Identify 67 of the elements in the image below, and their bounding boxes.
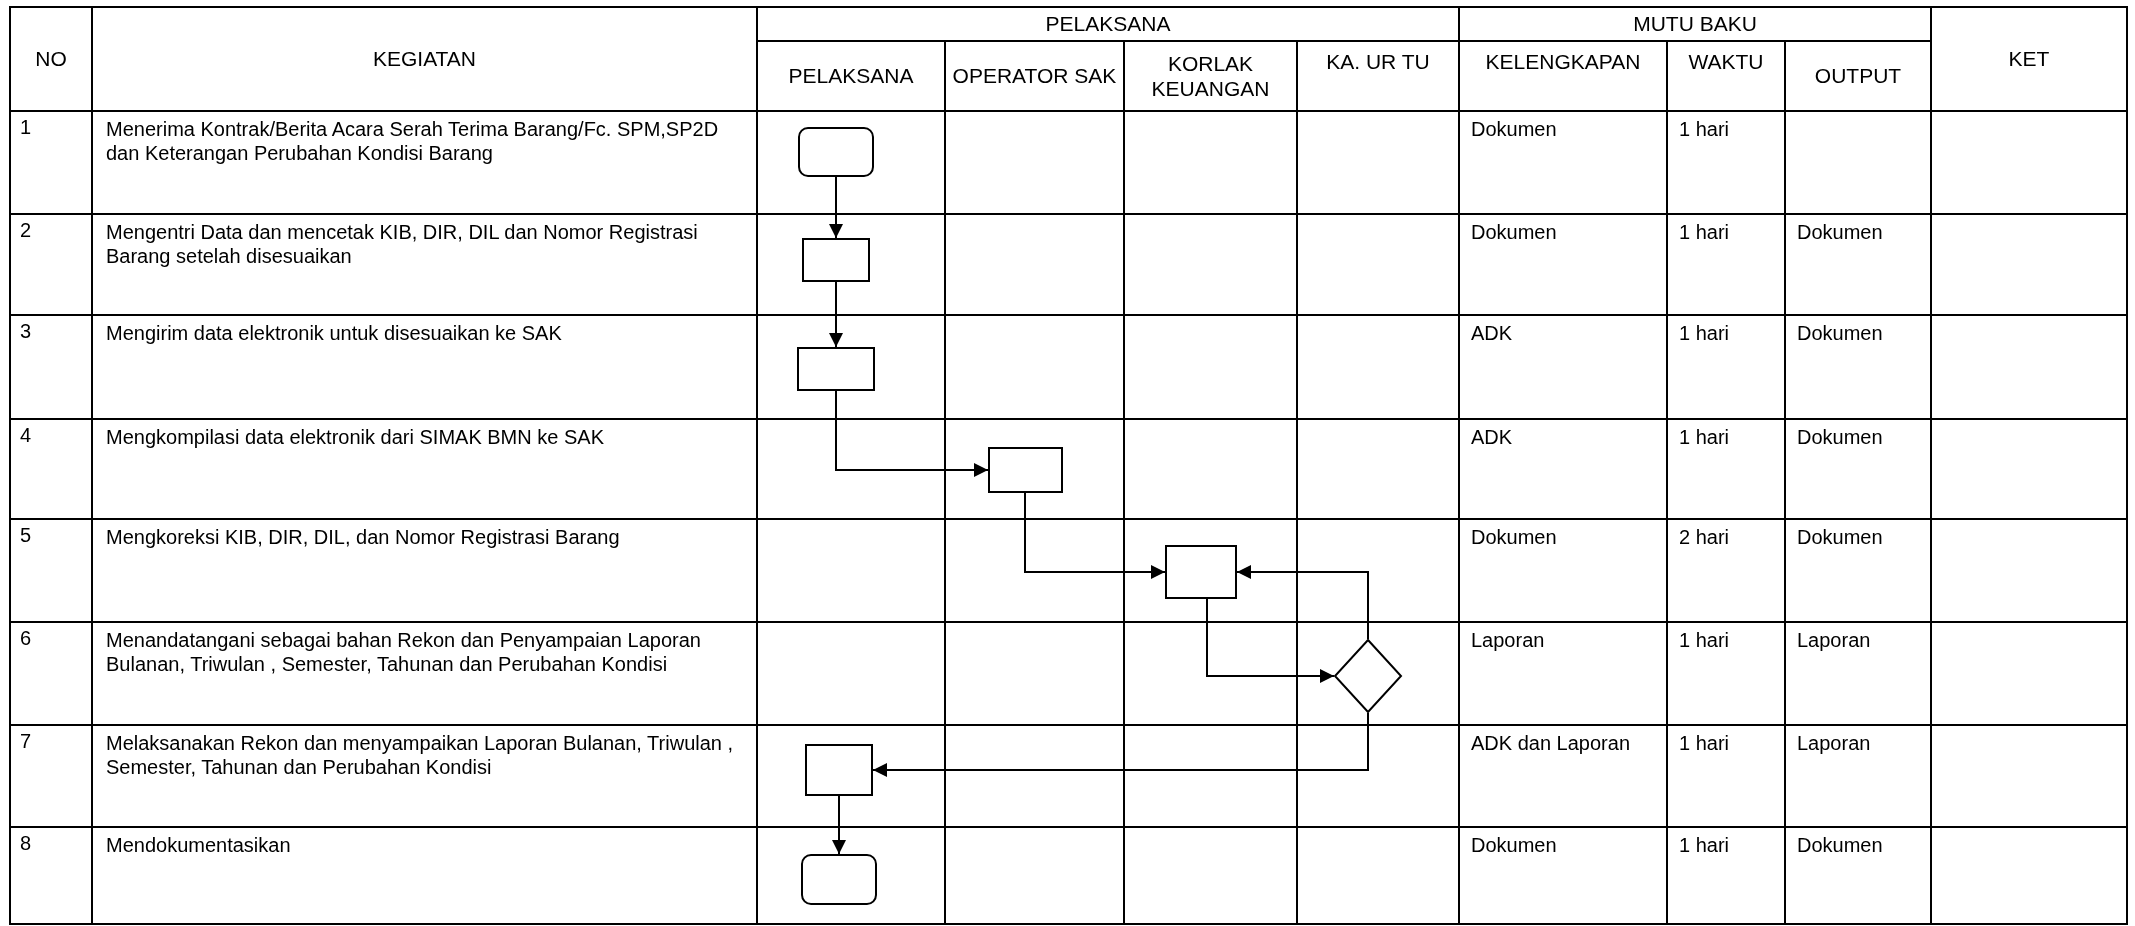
column-header: WAKTU [1688,49,1764,75]
cell-text: Dokumen [1797,321,1883,345]
arrow [1206,598,1335,683]
row-number: 5 [20,523,32,547]
activity-text: Melaksanakan Rekon dan menyampaikan Laporan Bulanan, Triwulan , Semester, Tahunan dan Perubahan Kondisi [106,731,735,779]
cell-text: 1 hari [1679,833,1730,857]
activity-text: Mengkoreksi KIB, DIR, DIL, dan Nomor Registrasi Barang [106,525,620,549]
arrow [832,795,846,855]
process-box [988,447,1063,493]
arrow [1024,492,1166,579]
cell-text: ADK [1471,321,1513,345]
arrow [1236,565,1369,640]
column-header: KEGIATAN [372,46,477,72]
cell-text: Dokumen [1471,833,1557,857]
column-header: MUTU BAKU [1633,11,1757,37]
column-header: OUTPUT [1814,63,1902,89]
column-header: OPERATOR SAK [952,63,1117,89]
process-box [802,238,870,282]
cell-text: 1 hari [1679,425,1730,449]
cell-text: Laporan [1797,628,1871,652]
arrow [835,390,989,477]
column-header: KET [2008,46,2050,72]
cell-text: 1 hari [1679,117,1730,141]
column-header: PELAKSANA [1045,11,1171,37]
row-number: 8 [20,831,32,855]
cell-text: 1 hari [1679,731,1730,755]
cell-text: ADK dan Laporan [1471,731,1630,755]
cell-text: Laporan [1471,628,1545,652]
row-number: 4 [20,423,32,447]
cell-text: Dokumen [1797,525,1883,549]
activity-text: Mengirim data elektronik untuk disesuaikan ke SAK [106,321,562,345]
process-box [805,744,873,796]
cell-text: Dokumen [1797,833,1883,857]
cell-text: Dokumen [1471,220,1557,244]
arrow [829,176,843,239]
column-header: NO [35,46,67,72]
column-header: PELAKSANA [788,63,914,89]
process-box [1165,545,1237,599]
arrow [829,281,843,348]
cell-text: Dokumen [1471,117,1557,141]
terminator-box [798,127,874,177]
cell-text: 1 hari [1679,321,1730,345]
cell-text: 1 hari [1679,628,1730,652]
row-number: 3 [20,319,32,343]
column-header: KORLAK KEUANGAN [1150,50,1271,102]
column-header: KA. UR TU [1326,49,1430,75]
decision-diamond [1334,639,1402,713]
process-box [797,347,875,391]
cell-text: 2 hari [1679,525,1730,549]
cell-text: Dokumen [1797,220,1883,244]
cell-text: Laporan [1797,731,1871,755]
cell-text: 1 hari [1679,220,1730,244]
row-number: 2 [20,218,32,242]
cell-text: Dokumen [1471,525,1557,549]
column-header: KELENGKAPAN [1485,49,1641,75]
cell-text: Dokumen [1797,425,1883,449]
cell-text: ADK [1471,425,1513,449]
row-number: 7 [20,729,32,753]
arrow [872,712,1369,777]
row-number: 6 [20,626,32,650]
activity-text: Mendokumentasikan [106,833,291,857]
activity-text: Mengentri Data dan mencetak KIB, DIR, DIL dan Nomor Registrasi Barang setelah disesuaikan [106,220,699,268]
activity-text: Mengkompilasi data elektronik dari SIMAK BMN ke SAK [106,425,604,449]
terminator-box [801,854,877,905]
activity-text: Menerima Kontrak/Berita Acara Serah Terima Barang/Fc. SPM,SP2D dan Keterangan Perubahan Kondisi Barang [106,117,720,165]
row-number: 1 [20,115,32,139]
activity-text: Menandatangani sebagai bahan Rekon dan Penyampaian Laporan Bulanan, Triwulan , Semester, Tahunan dan Perubahan Kondisi [106,628,702,676]
